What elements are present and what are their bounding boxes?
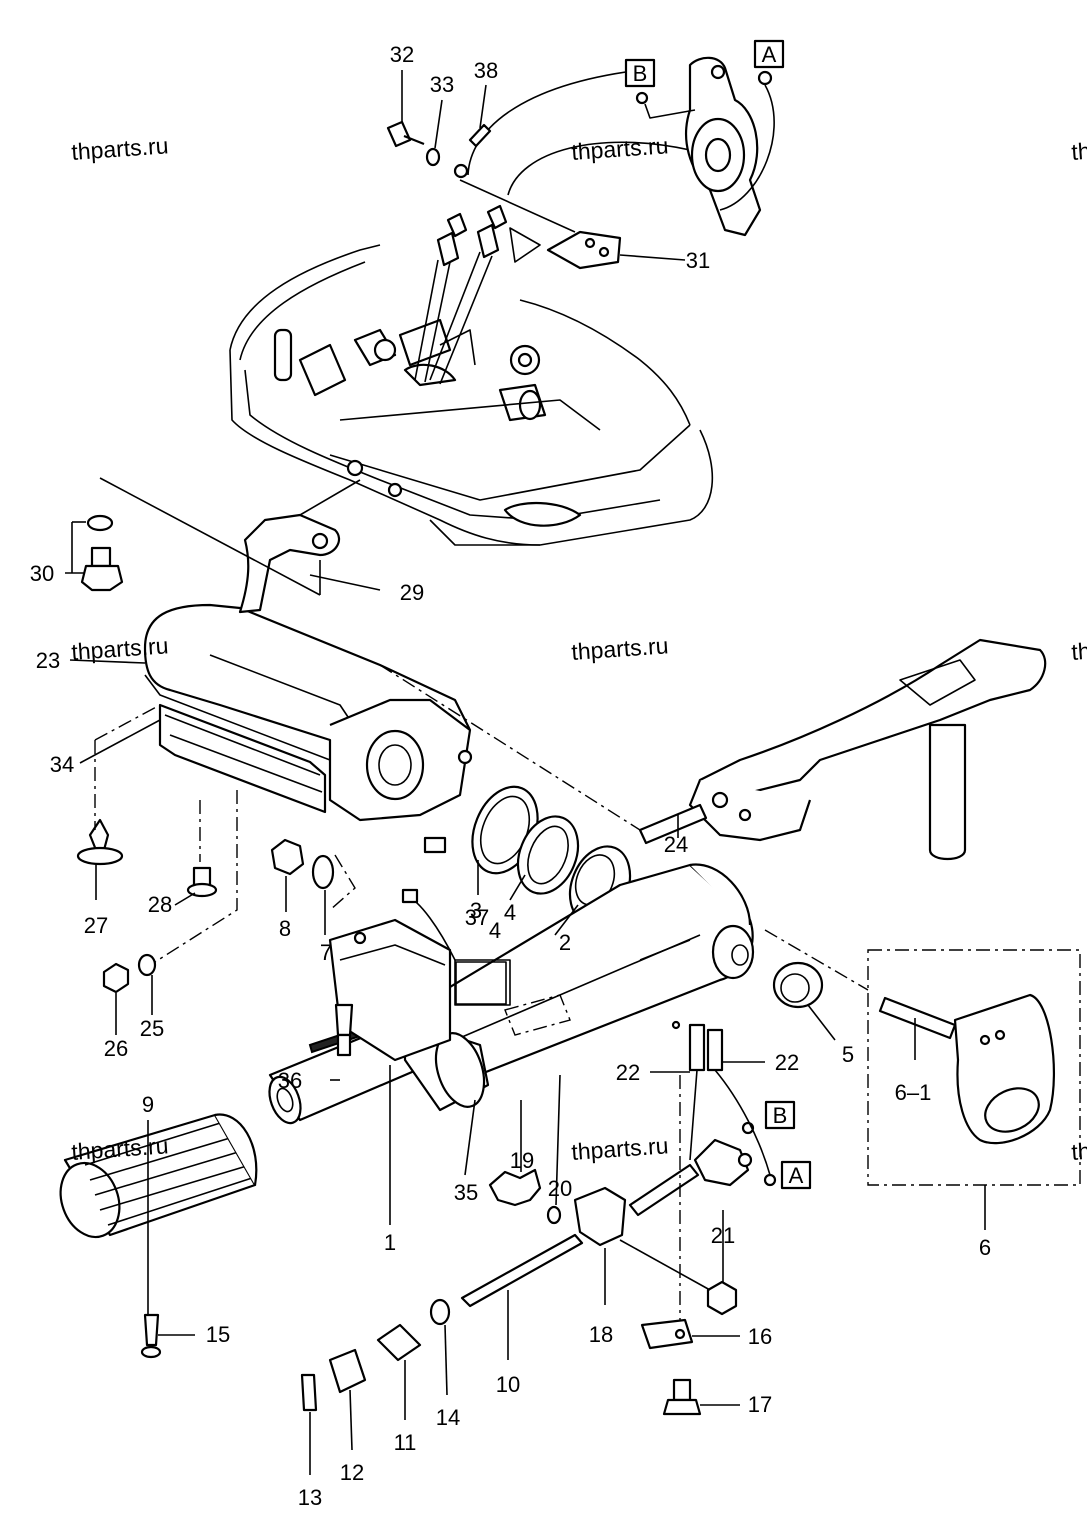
part-number: 23 xyxy=(36,648,60,673)
part-number: 13 xyxy=(298,1485,322,1510)
part-number: 30 xyxy=(30,561,54,586)
part-number: 22 xyxy=(616,1060,640,1085)
part-number: 4 xyxy=(504,900,516,925)
part-callouts: 32 33 38 31 30 29 23 34 24 27 28 8 7 3 3… xyxy=(30,42,991,1510)
part-number: 11 xyxy=(394,1430,417,1455)
watermark-text-partial: th xyxy=(1071,638,1087,665)
part-number: 34 xyxy=(50,752,74,777)
swivel-bracket-drawing xyxy=(638,638,1047,861)
part-number: 35 xyxy=(454,1180,478,1205)
reference-markers: B A B A xyxy=(624,39,812,1190)
part-number: 9 xyxy=(142,1092,154,1117)
leader-lines xyxy=(65,70,986,1475)
part-number: 6–1 xyxy=(895,1080,932,1105)
part-number: 3 xyxy=(470,898,482,923)
part-number: 16 xyxy=(748,1324,772,1349)
part-number: 1 xyxy=(384,1230,396,1255)
part-number: 7 xyxy=(320,940,332,965)
watermark-text: thparts.ru xyxy=(71,132,170,165)
part-number: 26 xyxy=(104,1036,128,1061)
watermark-text: thparts.ru xyxy=(571,132,670,165)
part-number: 8 xyxy=(279,916,291,941)
steering-bracket-drawing xyxy=(76,479,632,994)
part-number: 22 xyxy=(775,1050,799,1075)
ref-marker-a-bottom xyxy=(780,1160,812,1190)
watermark-text-partial: th xyxy=(1071,138,1087,165)
part-number: 25 xyxy=(140,1016,164,1041)
part-number: 33 xyxy=(430,72,454,97)
ref-marker-b-bottom xyxy=(764,1100,796,1130)
ref-marker-b-bottom-label: B xyxy=(773,1103,788,1128)
part-number: 6 xyxy=(979,1235,991,1260)
watermark-text: thparts.ru xyxy=(571,1132,670,1165)
part-number: 15 xyxy=(206,1322,230,1347)
part-number: 14 xyxy=(436,1405,460,1430)
part-number: 32 xyxy=(390,42,414,67)
part-number: 37 xyxy=(465,905,489,930)
part-number: 29 xyxy=(400,580,424,605)
tiller-handle-drawing xyxy=(59,863,824,1239)
ref-marker-a-top-label: A xyxy=(762,42,777,67)
part-number: 38 xyxy=(474,58,498,83)
ref-marker-b-top xyxy=(624,58,656,88)
part-number: 10 xyxy=(496,1372,520,1397)
part-number: 24 xyxy=(664,832,688,857)
ref-marker-a-top xyxy=(753,39,785,69)
throttle-cable-drawing xyxy=(386,56,775,385)
ref-marker-a-bottom-label: A xyxy=(789,1163,804,1188)
part-number: 27 xyxy=(84,913,108,938)
part-number: 2 xyxy=(559,930,571,955)
part-number: 19 xyxy=(510,1148,534,1173)
part-number: 17 xyxy=(748,1392,772,1417)
ref-marker-b-top-label: B xyxy=(633,61,648,86)
watermark-text-partial: th xyxy=(1071,1138,1087,1165)
engine-frame-drawing xyxy=(229,244,714,546)
part-number: 18 xyxy=(589,1322,613,1347)
part-number: 36 xyxy=(278,1068,302,1093)
friction-adjuster-drawing xyxy=(140,1023,777,1416)
watermark-text: thparts.ru xyxy=(571,632,670,665)
part-number: 21 xyxy=(711,1223,735,1248)
part-number: 20 xyxy=(548,1176,572,1201)
part-number: 12 xyxy=(340,1460,364,1485)
part-number: 4 xyxy=(489,918,501,943)
part-number: 5 xyxy=(842,1042,854,1067)
part-number: 31 xyxy=(686,248,710,273)
part-number: 28 xyxy=(148,892,172,917)
mount-kit-drawing xyxy=(867,949,1081,1186)
